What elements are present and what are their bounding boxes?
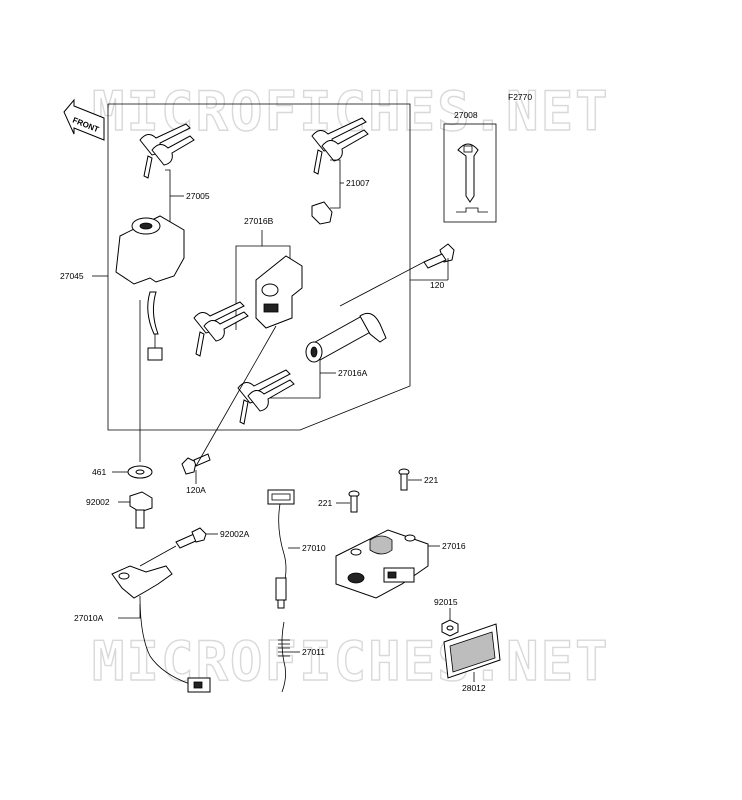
label-27010A: 27010A xyxy=(74,613,104,623)
bolt-92002 xyxy=(129,491,153,529)
screw-221-left xyxy=(348,490,360,513)
seat-lock-bracket xyxy=(255,255,303,329)
spring-27011 xyxy=(278,621,290,693)
label-21007: 21007 xyxy=(346,178,370,188)
bolt-120 xyxy=(423,243,455,269)
label-92002: 92002 xyxy=(86,497,110,507)
label-221-left: 221 xyxy=(318,498,332,508)
set-outline xyxy=(107,103,411,431)
key-set-27016B xyxy=(193,301,249,357)
label-92002A: 92002A xyxy=(220,529,250,539)
bolt-92002A xyxy=(175,527,207,549)
label-92015: 92015 xyxy=(434,597,458,607)
key-box-27008 xyxy=(443,123,497,223)
label-27008: 27008 xyxy=(454,110,478,120)
screw-120A xyxy=(181,453,211,475)
front-arrow-icon: FRONT xyxy=(63,98,105,141)
label-27045: 27045 xyxy=(60,271,84,281)
watermark-bottom: MICROFICHES.NET xyxy=(92,630,610,693)
label-120A: 120A xyxy=(186,485,206,495)
label-27016A: 27016A xyxy=(338,368,368,378)
figure-code: F2770 xyxy=(508,92,532,102)
ignition-switch xyxy=(115,215,185,361)
label-28012: 28012 xyxy=(462,683,486,693)
label-120: 120 xyxy=(430,280,444,290)
lock-cylinder xyxy=(305,312,387,363)
switch-27010A xyxy=(111,565,211,693)
label-27016: 27016 xyxy=(442,541,466,551)
label-27011: 27011 xyxy=(302,647,325,657)
switch-housing-27016 xyxy=(335,529,429,599)
switch-lead-27010 xyxy=(267,489,295,609)
label-27010: 27010 xyxy=(302,543,326,553)
label-221-right: 221 xyxy=(424,475,438,485)
key-27008 xyxy=(456,143,488,213)
label-27016B: 27016B xyxy=(244,216,274,226)
screw-221-right xyxy=(398,468,410,491)
key-set-21007 xyxy=(311,117,369,225)
key-set-27016A xyxy=(237,369,295,425)
label-461: 461 xyxy=(92,467,106,477)
plate-28012 xyxy=(443,623,501,679)
label-27005: 27005 xyxy=(186,191,210,201)
key-set-27005 xyxy=(139,123,195,179)
